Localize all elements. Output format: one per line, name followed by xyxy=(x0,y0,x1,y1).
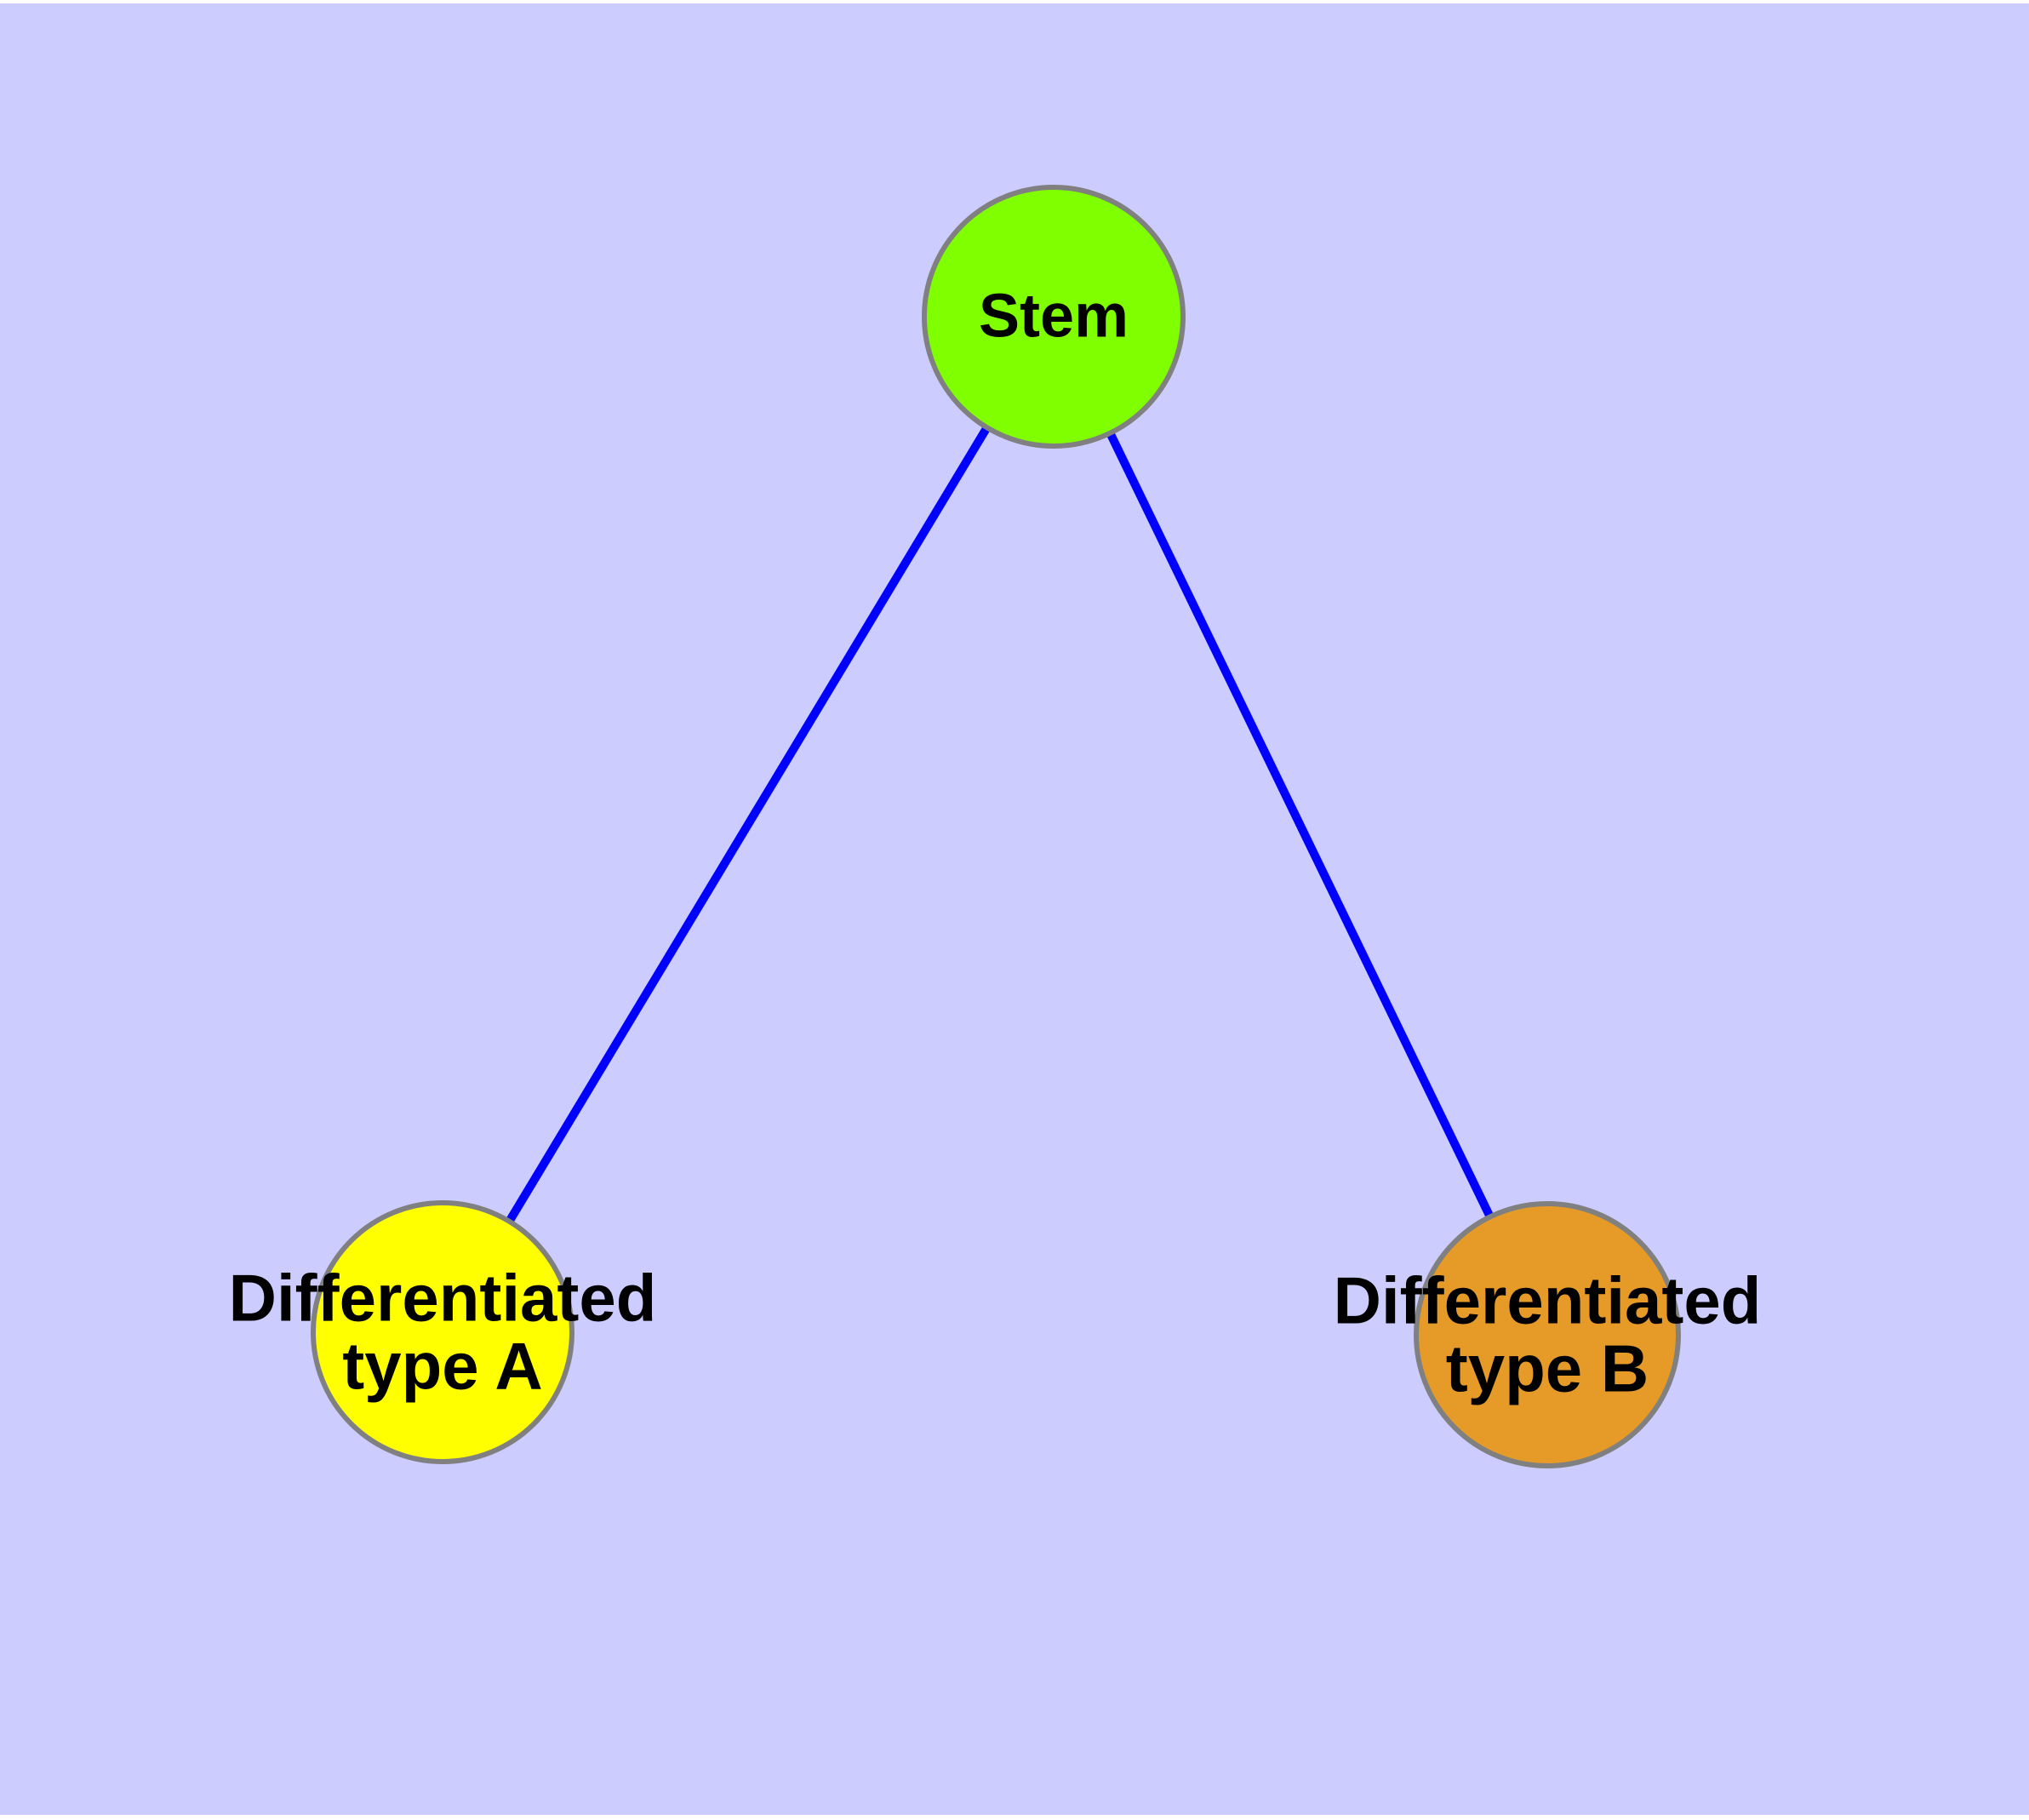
edges-group xyxy=(504,422,1496,1227)
node-diff_b[interactable] xyxy=(1414,1201,1681,1468)
node-diff_a[interactable] xyxy=(311,1200,574,1464)
node-stem[interactable] xyxy=(922,185,1186,449)
edge-stem-diff-a[interactable] xyxy=(504,422,992,1227)
nodes-group xyxy=(311,185,1681,1468)
edge-stem-diff-b[interactable] xyxy=(1105,427,1496,1222)
